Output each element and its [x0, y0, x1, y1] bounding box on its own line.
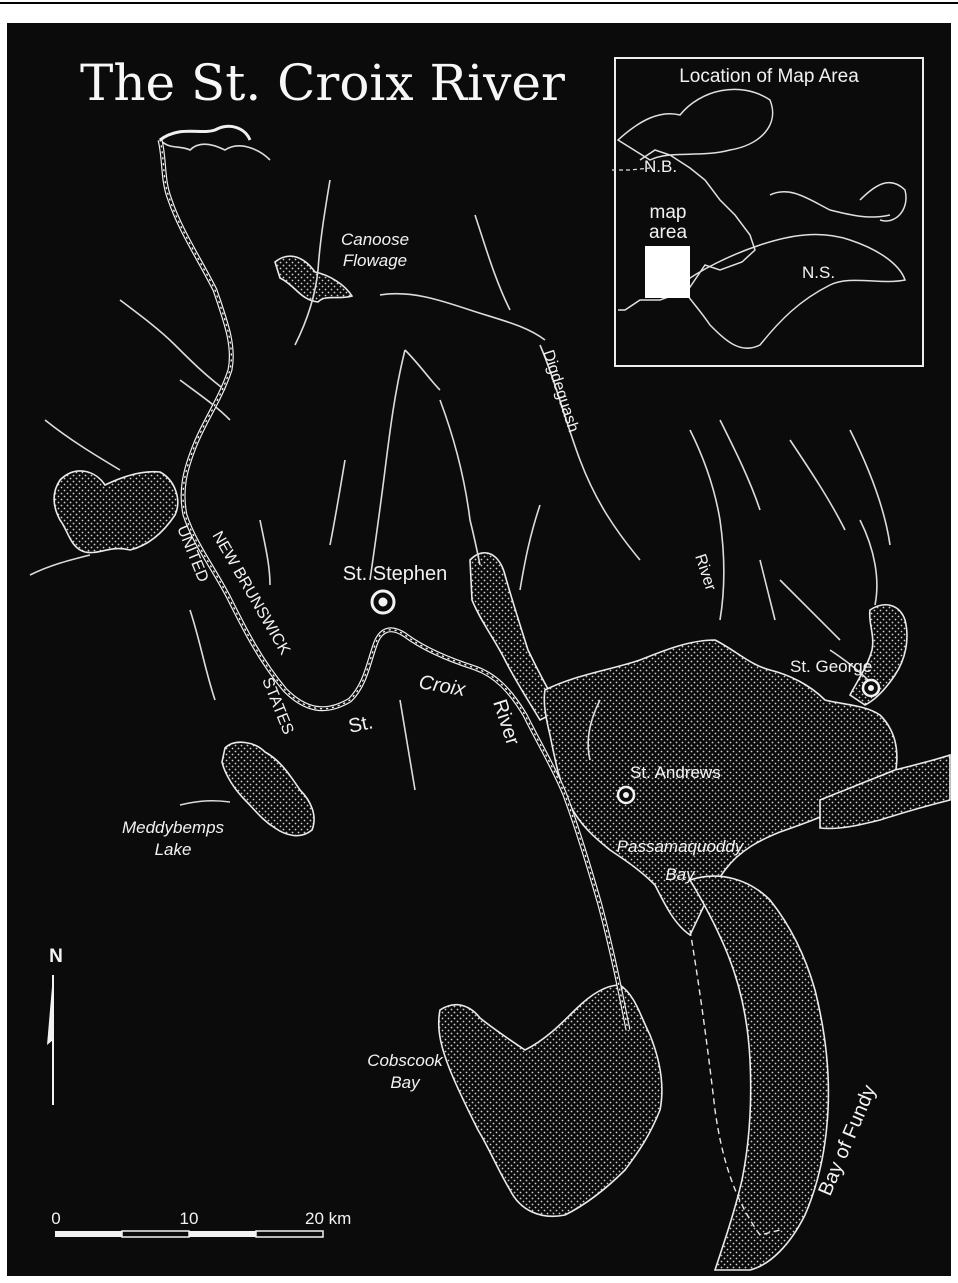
inset-label-area: area [649, 222, 687, 243]
meddybemps-lake [221, 741, 315, 837]
label-flowage: Flowage [343, 251, 407, 270]
inset-coast-north [616, 88, 774, 161]
label-cobscook-bay: Bay [390, 1073, 421, 1092]
town-st-andrews [616, 785, 636, 805]
east-bay-arm [819, 753, 951, 830]
inset-cape-breton [859, 181, 907, 222]
label-canoose: Canoose [341, 230, 409, 249]
map-title: The St. Croix River [80, 54, 565, 112]
label-st-stephen: St. Stephen [343, 563, 448, 585]
st-croix-river-border [157, 124, 781, 1236]
label-cobscook: Cobscook [367, 1051, 444, 1070]
inset-label-nb: N.B. [644, 157, 677, 176]
scale-segment-2 [121, 1230, 190, 1238]
inset-title: Location of Map Area [679, 66, 859, 87]
label-meddybemps-lake: Lake [155, 840, 192, 859]
scale-segment-3 [189, 1231, 256, 1237]
cobscook-bay [437, 984, 663, 1217]
label-passamaquoddy: Passamaquoddy [617, 837, 745, 856]
scale-segment-1 [55, 1231, 122, 1237]
inset-map-area-box [645, 246, 690, 298]
inset-nb-coast [618, 149, 756, 311]
canoose-flowage [274, 255, 354, 303]
scale-bar: 0 10 20 km [51, 1209, 351, 1238]
inset-border-line [612, 167, 651, 171]
inset-label-map: map [650, 202, 687, 223]
scale-label-0: 0 [51, 1209, 60, 1228]
water-bodies [53, 255, 951, 1271]
streams [29, 139, 891, 806]
bay-of-fundy-channel [688, 875, 830, 1271]
label-st-andrews: St. Andrews [630, 763, 721, 782]
st-george-inlet [848, 604, 908, 706]
inset-pei [769, 190, 891, 218]
label-passamaquoddy-bay: Bay [665, 865, 696, 884]
inset-nova-scotia [678, 233, 906, 349]
label-meddybemps: Meddybemps [122, 818, 225, 837]
scale-label-10: 10 [180, 1209, 199, 1228]
town-st-george [861, 678, 881, 698]
scale-label-20km: 20 km [305, 1209, 351, 1228]
north-arrow: N [47, 946, 63, 1105]
western-lake [53, 470, 179, 554]
label-st-george: St. George [790, 657, 872, 676]
north-arrow-head-icon [47, 975, 53, 1045]
scale-segment-4 [255, 1230, 324, 1238]
inset-map: Location of Map Area N.B. map area N.S. [612, 57, 924, 367]
label-river-st: St. [346, 711, 374, 738]
town-st-stephen [370, 589, 396, 615]
inset-border [614, 57, 924, 367]
inset-label-ns: N.S. [802, 263, 835, 282]
north-label: N [49, 946, 63, 967]
